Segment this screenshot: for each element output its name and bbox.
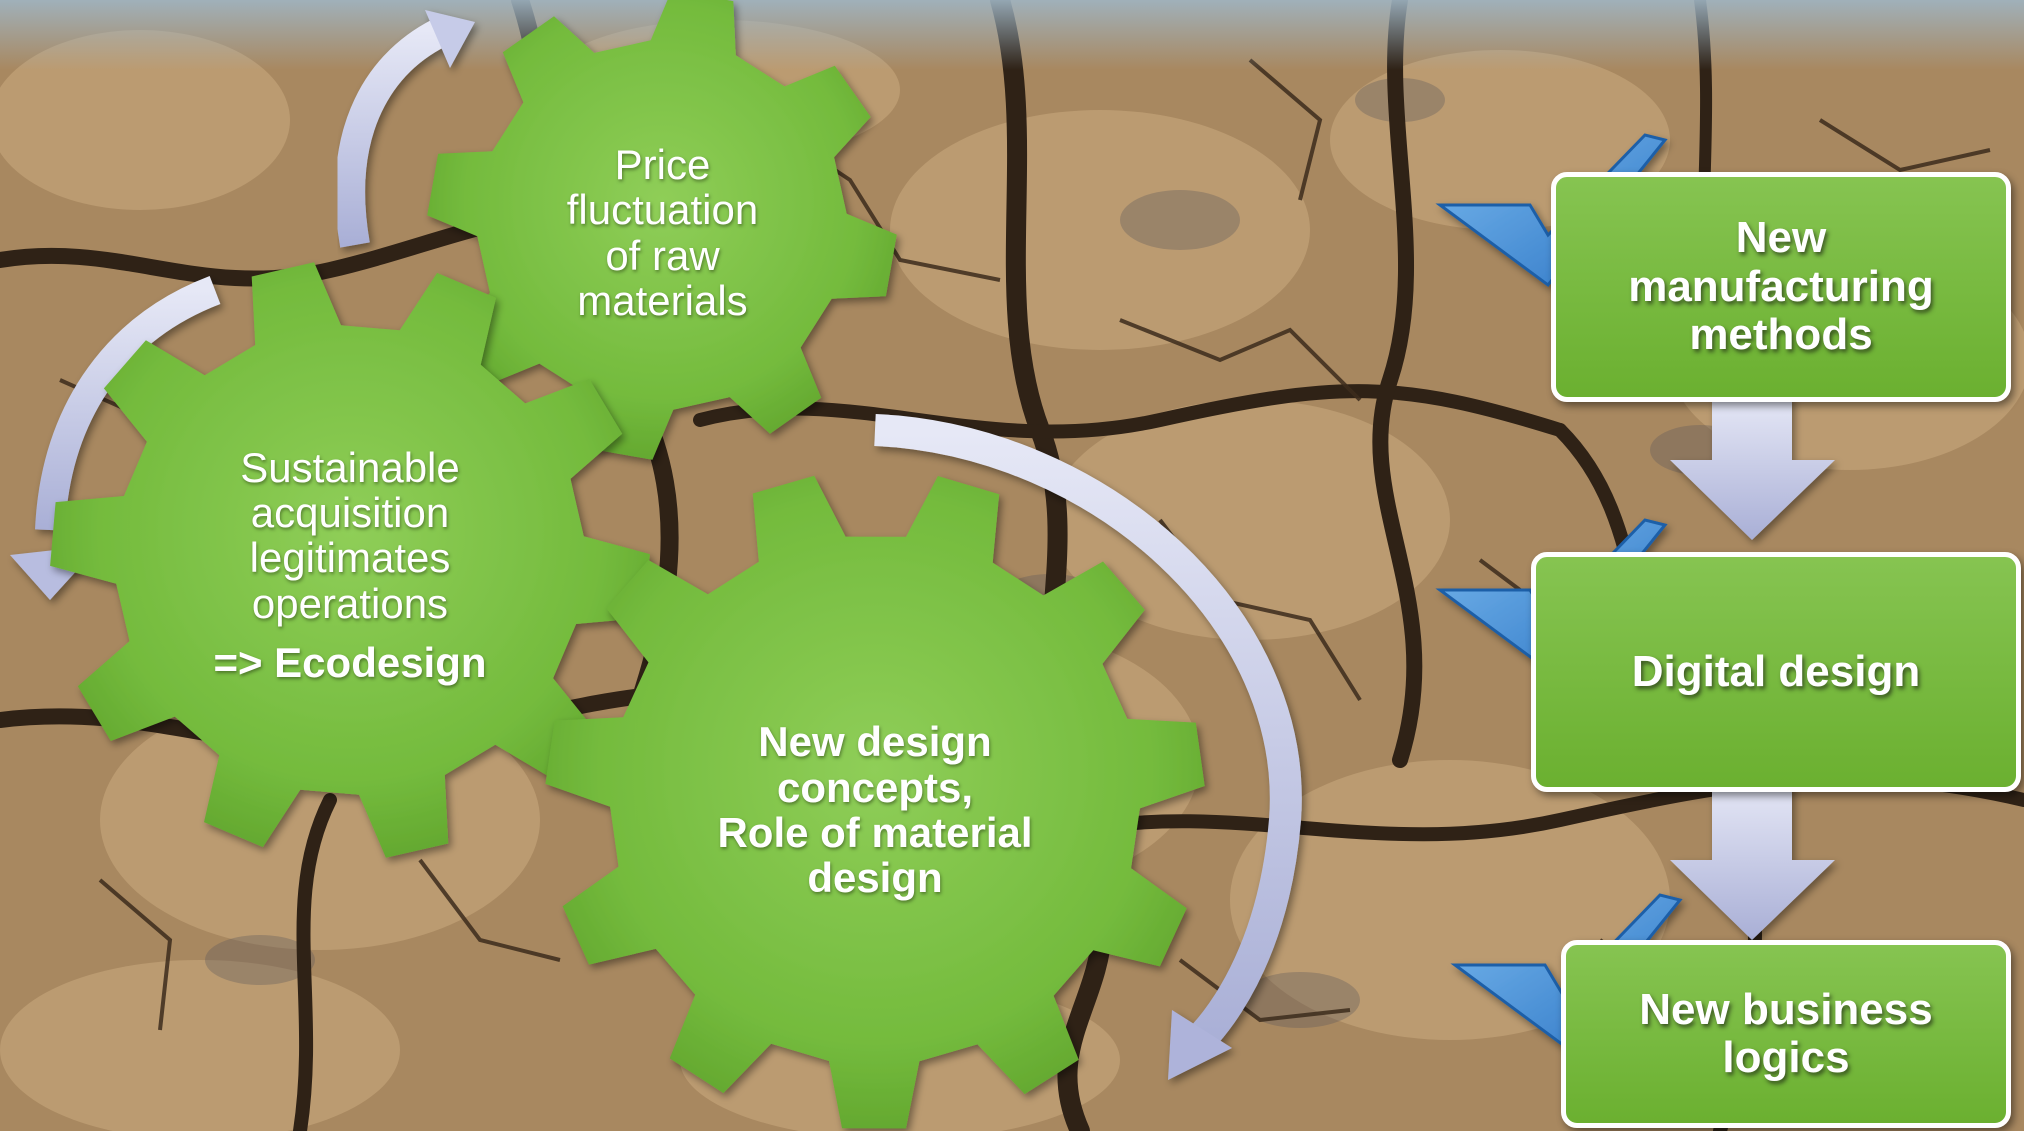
- flow-step-line: methods: [1689, 310, 1873, 360]
- gear-label-line: operations: [251, 579, 449, 627]
- flow-step-line: logics: [1722, 1033, 1850, 1082]
- gear-sustainable: [50, 262, 650, 858]
- gear-label-line: materials: [577, 276, 748, 324]
- gear-label-line: Price: [614, 140, 711, 188]
- cycle-arrow-up: [335, 10, 475, 248]
- flow-step-line: manufacturing: [1628, 261, 1934, 311]
- gear-design: [545, 475, 1205, 1129]
- flow-step-line: New business: [1639, 984, 1933, 1034]
- gear-label-design: New design concepts, Role of material de…: [690, 705, 1060, 915]
- gear-label-line: fluctuation: [566, 186, 759, 234]
- cycle-arrow-right: [874, 414, 1302, 1080]
- gear-label-line: Role of material: [717, 809, 1033, 856]
- gear-label-line: acquisition: [250, 488, 450, 536]
- flow-step-line: Digital design: [1631, 646, 1921, 696]
- gear-label-line: design: [807, 854, 943, 902]
- flow-step-line: New: [1735, 213, 1827, 263]
- ecodesign-label: => Ecodesign: [213, 639, 487, 687]
- gear-price: [427, 0, 897, 460]
- gear-label-price: Price fluctuation of raw materials: [520, 130, 805, 335]
- gear-label-line: legitimates: [249, 534, 451, 582]
- gear-label-line: Sustainable: [240, 443, 460, 491]
- gear-label-line: concepts,: [776, 763, 974, 811]
- flow-arrow-down-2: [1670, 780, 1835, 940]
- flow-step-digital-design: Digital design: [1531, 552, 2021, 792]
- gear-label-line: of raw: [605, 231, 720, 279]
- flow-step-new-manufacturing-methods: New manufacturing methods: [1551, 172, 2011, 402]
- gear-label-line: New design: [758, 718, 992, 766]
- flow-arrow-down-1: [1670, 395, 1835, 540]
- flow-step-new-business-logics: New business logics: [1561, 940, 2011, 1128]
- gear-label-sustainable: Sustainable acquisition legitimates oper…: [190, 425, 510, 705]
